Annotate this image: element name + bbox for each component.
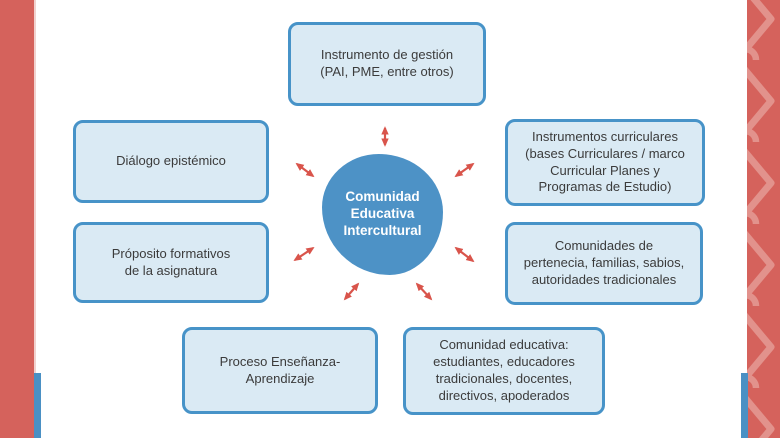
- right-blue-accent-bar: [741, 373, 748, 438]
- arrow-center-to-right-middle: [454, 246, 475, 263]
- arrow-center-to-right-upper: [454, 162, 475, 178]
- center-blob-comunidad-educativa-intercultural: Comunidad Educativa Intercultural: [322, 154, 443, 275]
- left-blue-accent-bar: [34, 373, 41, 438]
- arrow-center-to-bottom-left: [343, 282, 360, 301]
- box-comunidad-educativa: Comunidad educativa: estudiantes, educad…: [403, 327, 605, 415]
- box-dialogo-epistemico-label: Diálogo epistémico: [116, 153, 226, 169]
- box-instrumentos-curriculares: Instrumentos curriculares (bases Curricu…: [505, 119, 705, 206]
- box-comunidades-de-pertenecia-label: Comunidades de pertenecia, familias, sab…: [523, 238, 685, 287]
- box-dialogo-epistemico: Diálogo epistémico: [73, 120, 269, 203]
- left-red-bar: [0, 0, 36, 438]
- box-instrumento-de-gestion: Instrumento de gestión (PAI, PME, entre …: [288, 22, 486, 106]
- box-proposito-formativos-label: Próposito formativos de la asignatura: [111, 245, 231, 278]
- arrow-center-to-left-upper: [295, 162, 315, 178]
- box-proceso-ensenanza-aprendizaje-label: Proceso Enseñanza- Aprendizaje: [219, 353, 341, 386]
- box-proceso-ensenanza-aprendizaje: Proceso Enseñanza- Aprendizaje: [182, 327, 378, 414]
- box-comunidad-educativa-label: Comunidad educativa: estudiantes, educad…: [433, 337, 575, 403]
- arrow-center-to-bottom-right: [415, 282, 433, 301]
- box-comunidades-de-pertenecia: Comunidades de pertenecia, familias, sab…: [505, 222, 703, 305]
- box-proposito-formativos: Próposito formativos de la asignatura: [73, 222, 269, 303]
- center-blob-label: Comunidad Educativa Intercultural: [343, 189, 422, 238]
- right-red-pattern-bar: [747, 0, 780, 438]
- box-instrumento-de-gestion-label: Instrumento de gestión (PAI, PME, entre …: [320, 47, 454, 79]
- arrow-center-to-left-lower: [293, 246, 315, 262]
- box-instrumentos-curriculares-label: Instrumentos curriculares (bases Curricu…: [525, 128, 685, 195]
